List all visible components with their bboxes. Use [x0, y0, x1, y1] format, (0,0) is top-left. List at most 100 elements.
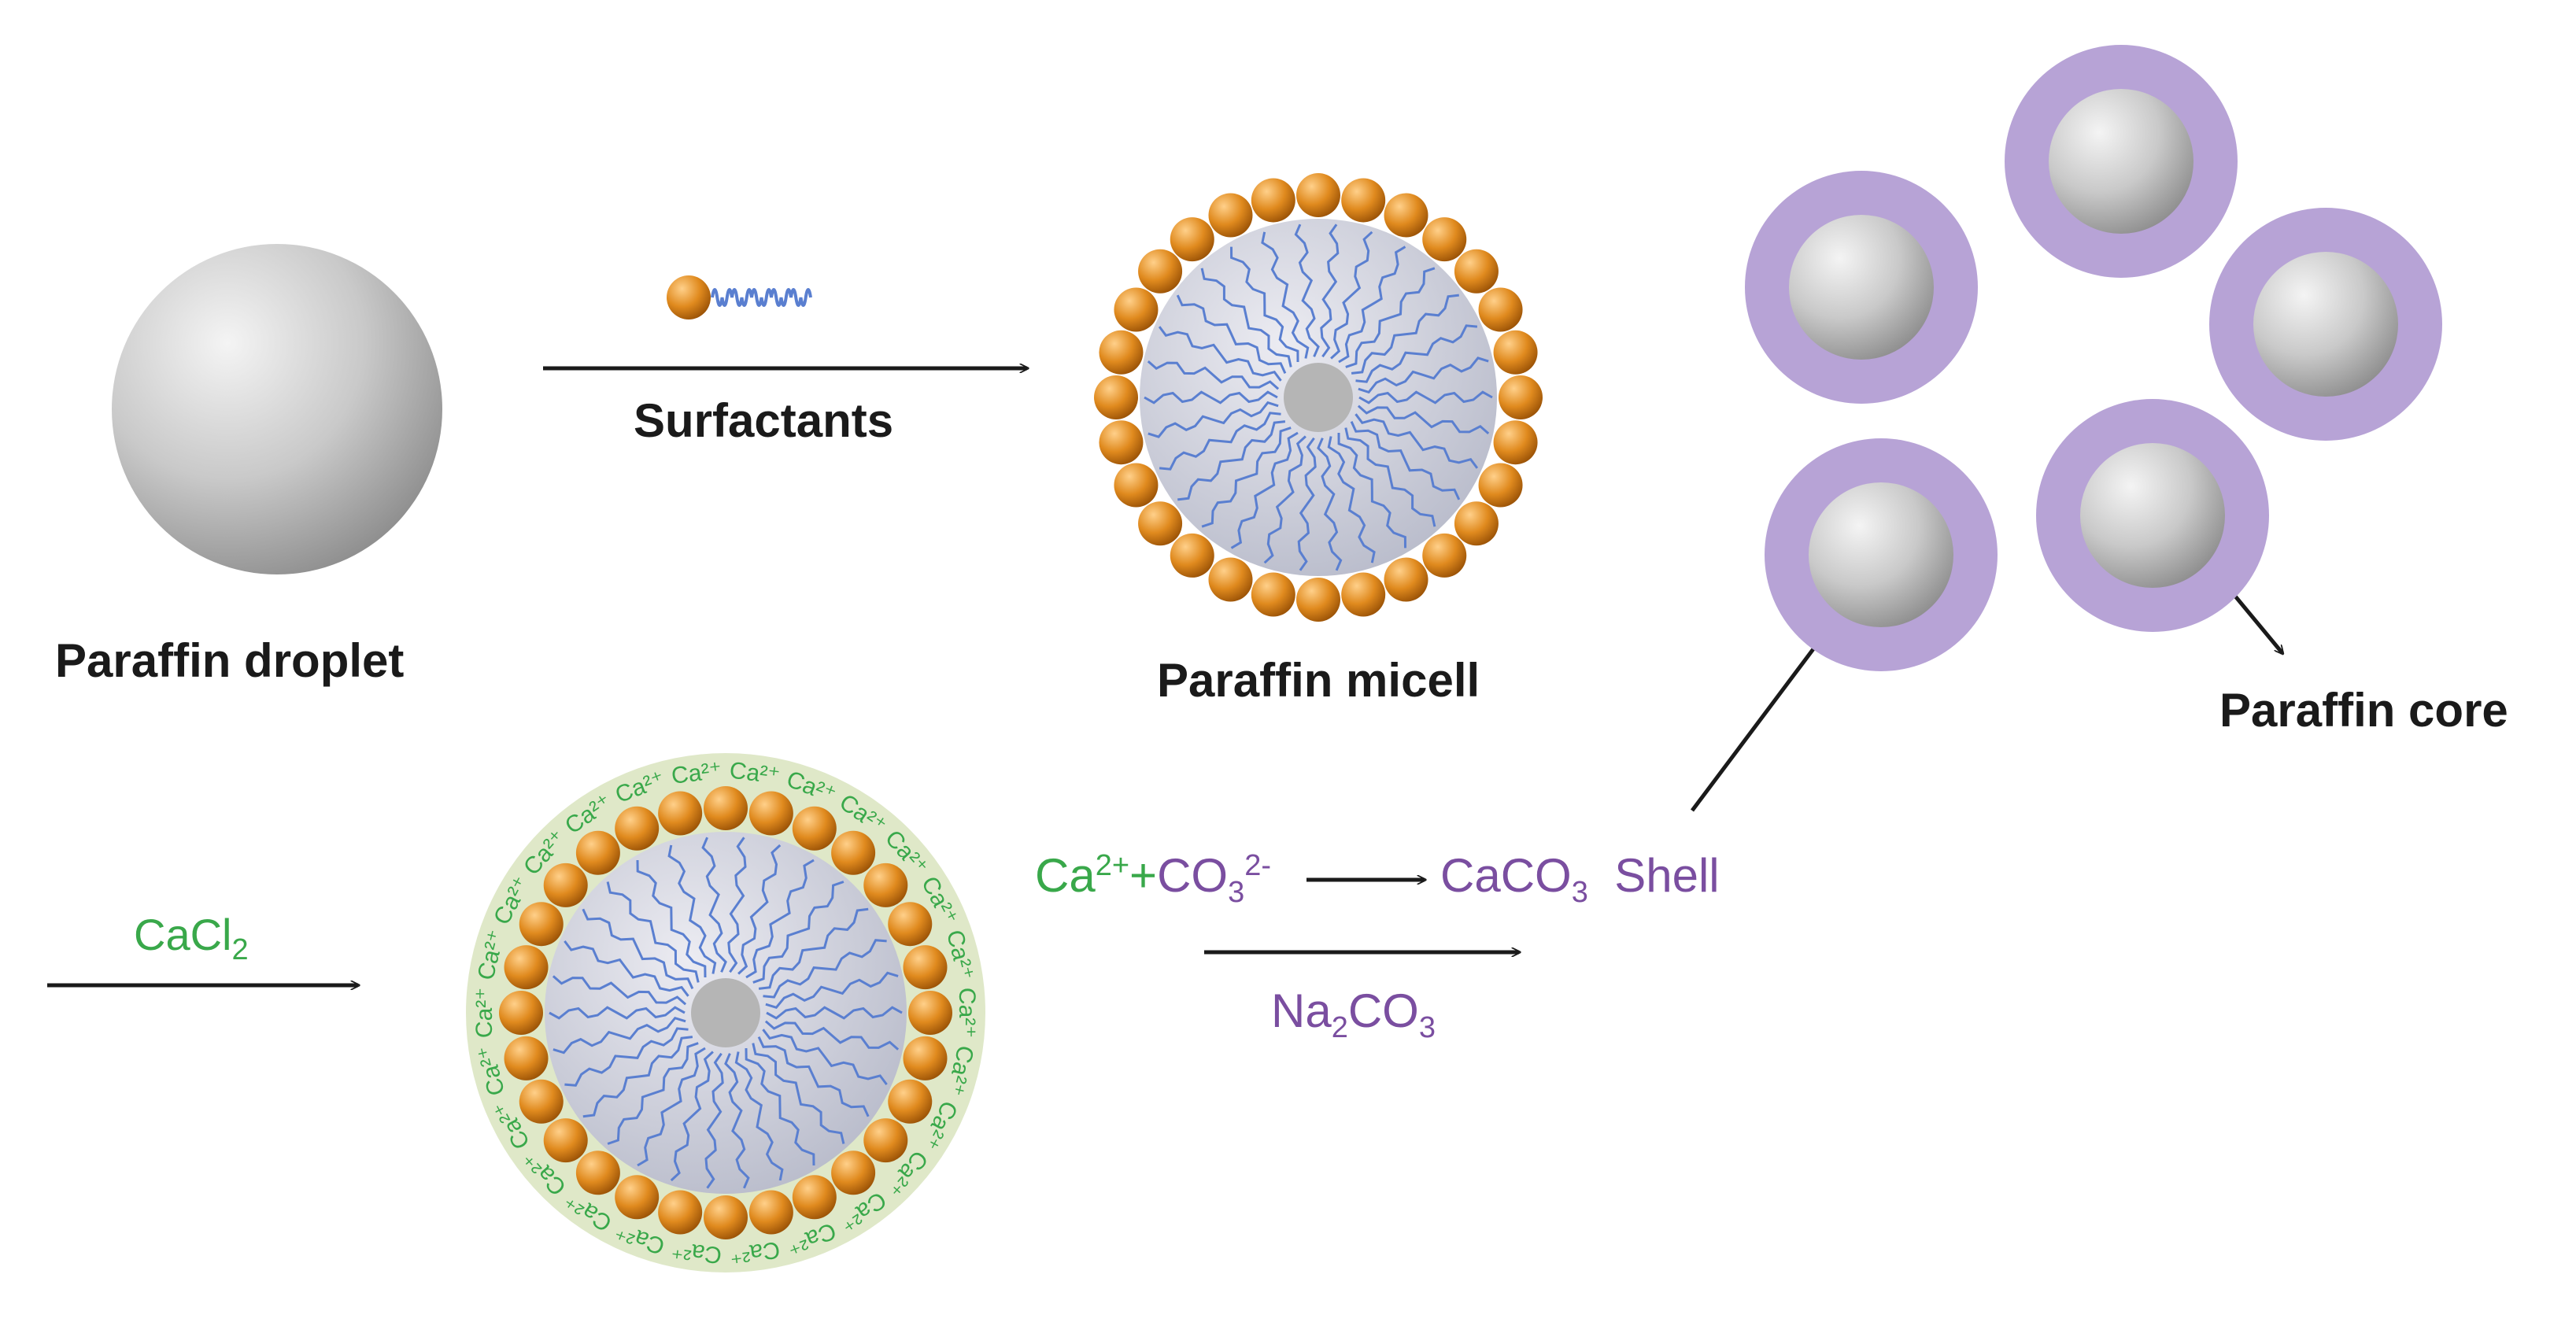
- calcium-ion: Ca²⁺: [471, 988, 497, 1038]
- shell-text: Shell: [1614, 849, 1720, 902]
- surfactant-head: [888, 902, 933, 947]
- surfactant-head: [499, 991, 543, 1035]
- surfactant-tail: [1358, 390, 1493, 404]
- surfactant-head: [1478, 463, 1523, 508]
- surfactant-head: [748, 1190, 793, 1235]
- surfactant-tail: [724, 1053, 750, 1189]
- cacl-subscript: 2: [231, 933, 249, 967]
- surfactant-head: [519, 902, 564, 947]
- arrow-to-capsules: [1691, 637, 1822, 812]
- paraffin-center: [691, 978, 760, 1047]
- surfactant-head: [543, 1118, 588, 1163]
- surfactant-tail: [1327, 436, 1376, 563]
- surfactant-tail: [745, 1047, 815, 1166]
- label-cacl2: CaCl2: [134, 909, 249, 967]
- surfactant-tail: [1263, 435, 1306, 564]
- calcium-ion: Ca²⁺: [954, 988, 980, 1038]
- surfactant-head: [792, 1175, 837, 1220]
- carbonate-charge: 2-: [1244, 849, 1272, 882]
- surfactant-head: [575, 830, 620, 875]
- surfactant-head: [903, 1036, 948, 1080]
- surfactant-tail: [758, 907, 869, 990]
- label-surfactants: Surfactants: [634, 394, 894, 447]
- surfactant-tail: [1294, 223, 1320, 357]
- surfactant-head: [888, 1079, 933, 1124]
- surfactant-head: [519, 1079, 564, 1124]
- surfactant-tail: [1147, 360, 1280, 390]
- surfactant-head: [1454, 249, 1499, 294]
- surfactant-head: [1384, 557, 1428, 602]
- surfactant-tail: [765, 971, 899, 1010]
- surfactant-tail: [637, 1047, 706, 1167]
- surfactant-tail: [1148, 401, 1279, 438]
- surfactant-head: [1099, 330, 1144, 375]
- surfactant-tail: [1201, 427, 1292, 528]
- surfactant-head: [1208, 193, 1253, 238]
- surfactant-tail: [727, 837, 747, 973]
- surfactant-tail: [1230, 246, 1299, 363]
- caco3-capsules: [1745, 45, 2442, 671]
- surfactant-tail: [1344, 427, 1436, 527]
- surfactant-tail: [1350, 420, 1461, 500]
- surfactant-tail: [762, 1029, 888, 1085]
- surfactant-tail: [757, 1036, 870, 1117]
- surfactant-tail: [1358, 356, 1489, 394]
- surfactant-head: [1493, 420, 1538, 465]
- capsule: [2005, 45, 2238, 278]
- surfactant-tail: [1200, 268, 1292, 368]
- ca-ion-charge: 2+: [1095, 849, 1130, 882]
- surfactant-tail: [564, 1027, 689, 1087]
- surfactant-tail: [606, 881, 700, 983]
- surfactant-head: [1138, 501, 1183, 546]
- surfactant-head: [1296, 173, 1340, 217]
- surfactant-head: [615, 806, 660, 851]
- surfactant-head: [1493, 330, 1538, 375]
- paraffin-core: [1809, 482, 1953, 627]
- surfactant-tail: [582, 908, 694, 990]
- surfactant-tail: [1345, 267, 1436, 368]
- surfactant-tail: [564, 940, 689, 997]
- caco3-text: CaCO: [1440, 849, 1572, 902]
- carbonate-subscript: 3: [1228, 876, 1245, 909]
- cacl-text: CaCl: [134, 910, 232, 959]
- label-paraffin-droplet: Paraffin droplet: [55, 634, 405, 687]
- surfactant-head: [1422, 533, 1467, 578]
- surfactant-tail: [745, 859, 815, 979]
- surfactant-head: [831, 1151, 876, 1195]
- surfactant-head: [704, 1195, 748, 1239]
- surfactant-tail: [1176, 294, 1287, 375]
- surfactant-tail: [1338, 246, 1406, 364]
- surfactant-tail: [1177, 420, 1286, 501]
- reaction-equation: Ca2++CO32-: [1035, 848, 1271, 910]
- label-na2co3: Na2CO3: [1271, 984, 1436, 1045]
- surfactant-tail: [1297, 437, 1317, 571]
- calcium-ion: Ca²⁺: [728, 757, 782, 789]
- surfactant-head: [831, 830, 876, 875]
- surfactant-tail: [607, 1042, 699, 1145]
- label-caco3-shell: CaCO3 Shell: [1440, 848, 1720, 910]
- surfactant-tail: [582, 1036, 693, 1118]
- surfactant-head: [1170, 533, 1214, 578]
- surfactant-head: [1094, 375, 1138, 419]
- paraffin-micell-with-ions: [499, 786, 952, 1239]
- surfactant-head: [1478, 287, 1523, 332]
- capsule: [2209, 208, 2442, 441]
- surfactant-tail: [1230, 431, 1299, 549]
- na-carbonate-subscript: 3: [1418, 1011, 1436, 1044]
- surfactant-tail: [1357, 404, 1490, 435]
- caco3-subscript: 3: [1571, 876, 1588, 909]
- surfactant-head: [658, 791, 703, 836]
- surfactant-tail: [752, 1043, 845, 1144]
- surfactant-head: [863, 862, 908, 907]
- surfactant-head: [543, 862, 588, 907]
- surfactant-tail: [766, 1006, 903, 1020]
- paraffin-center: [1284, 363, 1353, 432]
- surfactant-tail: [704, 1052, 724, 1189]
- surfactant-head: [1296, 578, 1340, 622]
- surfactant-tail: [1330, 231, 1373, 360]
- surfactant-head: [575, 1151, 620, 1195]
- surfactant-tail: [549, 1006, 686, 1020]
- plus-sign: +: [1129, 849, 1158, 902]
